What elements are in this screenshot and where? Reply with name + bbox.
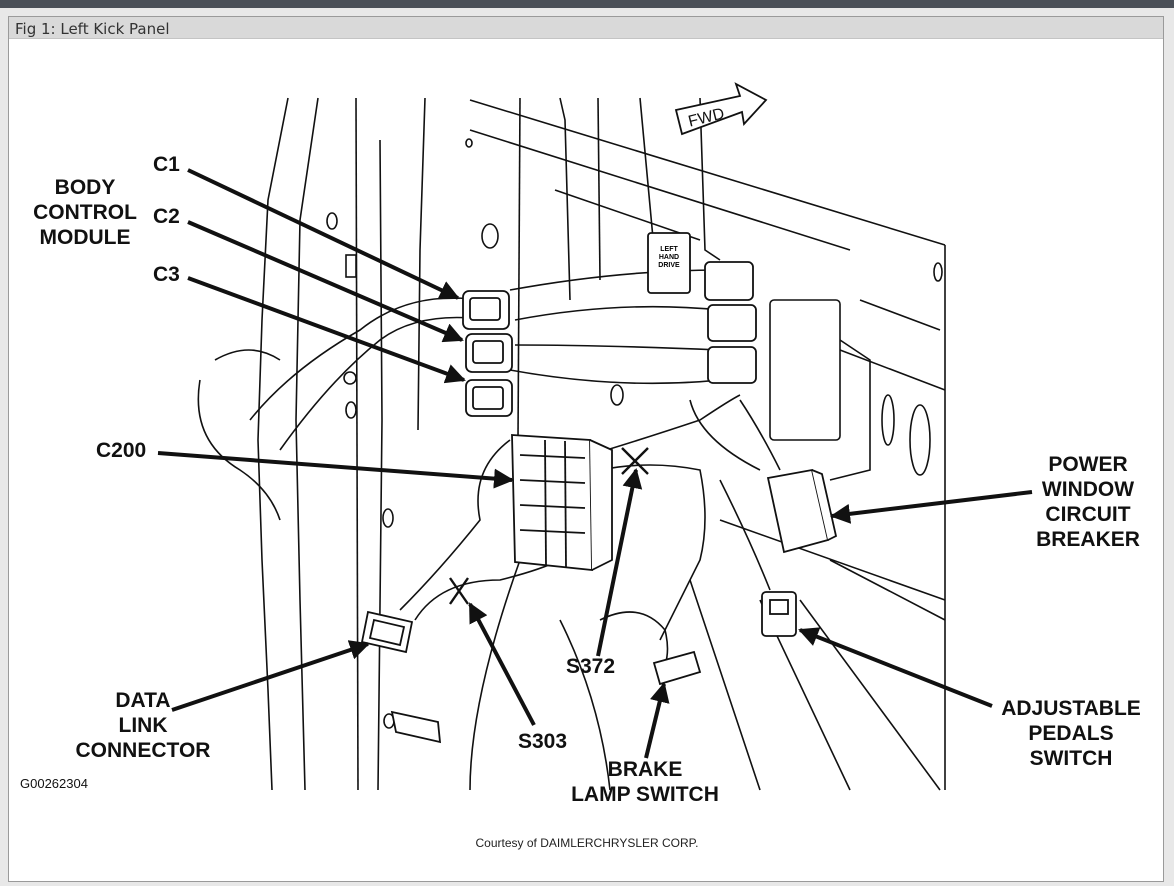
c200-connector-block — [511, 434, 613, 571]
vehicle-structure-lines — [257, 97, 946, 791]
label-data-link-connector: DATA LINK CONNECTOR — [75, 689, 211, 762]
components — [360, 232, 838, 744]
leader-arrows — [157, 168, 1033, 759]
label-s372: S372 — [566, 655, 616, 678]
label-adjustable-pedals-switch: ADJUSTABLE PEDALS SWITCH — [1001, 697, 1141, 770]
label-c2: C2 — [153, 205, 180, 228]
left-hand-drive-sticker-text: LEFT HAND DRIVE — [658, 246, 680, 269]
label-c1: C1 — [153, 153, 180, 176]
label-power-window-circuit-breaker: POWER WINDOW CIRCUIT BREAKER — [1036, 453, 1140, 551]
label-s303: S303 — [518, 730, 568, 753]
label-c3: C3 — [153, 263, 180, 286]
wiring-harness — [197, 269, 781, 666]
label-body-control-module: BODY CONTROL MODULE — [33, 176, 137, 249]
label-c200: C200 — [96, 439, 147, 462]
label-brake-lamp-switch: BRAKE LAMP SWITCH — [571, 758, 719, 806]
figure-title: Fig 1: Left Kick Panel — [15, 20, 170, 38]
credit-line: Courtesy of DAIMLERCHRYSLER CORP. — [475, 836, 699, 850]
figure-title-bar: Fig 1: Left Kick Panel — [9, 17, 1163, 39]
bcm-connectors — [462, 261, 757, 417]
fwd-arrow — [674, 82, 768, 136]
window-top-bar — [0, 0, 1174, 8]
drawing-code: G00262304 — [20, 776, 88, 791]
